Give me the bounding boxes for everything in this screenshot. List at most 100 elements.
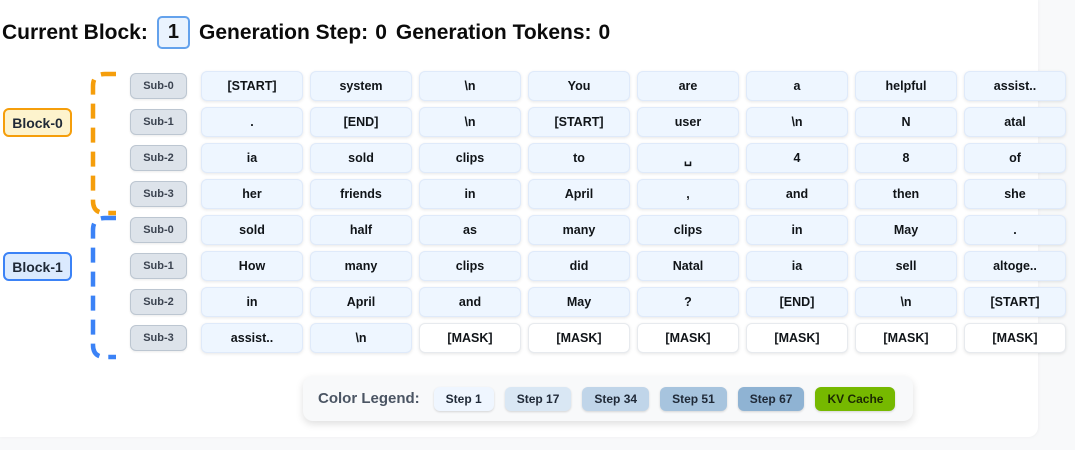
token-cell-mask: [MASK] xyxy=(637,323,739,353)
token-cell: ? xyxy=(637,287,739,317)
legend-chip-step-51: Step 51 xyxy=(660,386,727,411)
token-cell: system xyxy=(310,71,412,101)
token-cell: did xyxy=(528,251,630,281)
token-cell: How xyxy=(201,251,303,281)
token-cell: [END] xyxy=(310,107,412,137)
token-cell: \n xyxy=(419,107,521,137)
token-cell: in xyxy=(419,179,521,209)
token-cell: a xyxy=(746,71,848,101)
legend-chip-step-67: Step 67 xyxy=(737,386,805,411)
sub-button-1-2[interactable]: Sub-2 xyxy=(130,289,187,315)
block-label-0: Block-0 xyxy=(3,108,72,137)
token-cell: April xyxy=(310,287,412,317)
token-cell-mask: [MASK] xyxy=(855,323,957,353)
token-cell: user xyxy=(637,107,739,137)
token-cell: clips xyxy=(419,251,521,281)
token-cell: [START] xyxy=(528,107,630,137)
legend-chip-step-34: Step 34 xyxy=(582,386,650,411)
token-cell: and xyxy=(746,179,848,209)
token-cell: of xyxy=(964,143,1066,173)
token-cell: assist.. xyxy=(201,323,303,353)
generation-step-label: Generation Step: xyxy=(198,20,369,44)
token-cell-mask: [MASK] xyxy=(746,323,848,353)
sub-button-0-0[interactable]: Sub-0 xyxy=(130,73,187,99)
main-panel: Current Block: 1 Generation Step: 0 Gene… xyxy=(2,16,1066,421)
token-cell-mask: [MASK] xyxy=(419,323,521,353)
token-cell: \n xyxy=(419,71,521,101)
token-cell: [START] xyxy=(964,287,1066,317)
color-legend-chips: Step 1 Step 17 Step 34 Step 51 Step 67 KV Cac… xyxy=(433,386,896,411)
token-cell: 4 xyxy=(746,143,848,173)
token-cell: her xyxy=(201,179,303,209)
block-label-1: Block-1 xyxy=(3,252,72,281)
generation-step-value: 0 xyxy=(375,20,387,44)
color-legend: Color Legend: Step 1 Step 17 Step 34 Step 5… xyxy=(303,376,913,421)
token-cell: to xyxy=(528,143,630,173)
token-cell: , xyxy=(637,179,739,209)
generation-tokens-label: Generation Tokens: xyxy=(395,20,592,44)
token-cell: [START] xyxy=(201,71,303,101)
token-cell: she xyxy=(964,179,1066,209)
sub-button-0-2[interactable]: Sub-2 xyxy=(130,145,187,171)
token-cell: \n xyxy=(855,287,957,317)
token-cell-mask: [MASK] xyxy=(964,323,1066,353)
token-cell: \n xyxy=(746,107,848,137)
legend-chip-kv-cache: KV Cache xyxy=(815,386,896,411)
token-cell: many xyxy=(528,215,630,245)
token-cell: are xyxy=(637,71,739,101)
token-cell: May xyxy=(855,215,957,245)
sub-button-0-1[interactable]: Sub-1 xyxy=(130,109,187,135)
token-cell: altoge.. xyxy=(964,251,1066,281)
token-cell: clips xyxy=(419,143,521,173)
token-row-1-3: assist..\n[MASK][MASK][MASK][MASK][MASK]… xyxy=(201,323,1066,353)
token-cell: friends xyxy=(310,179,412,209)
token-cell: ia xyxy=(746,251,848,281)
block-bracket xyxy=(90,215,116,360)
token-cell: atal xyxy=(964,107,1066,137)
current-block-label: Current Block: xyxy=(2,20,148,44)
token-cell: then xyxy=(855,179,957,209)
token-cell: in xyxy=(201,287,303,317)
current-block-value-chip: 1 xyxy=(156,16,190,49)
token-cell: sold xyxy=(201,215,303,245)
token-cell: ia xyxy=(201,143,303,173)
token-cell: half xyxy=(310,215,412,245)
token-cell: sell xyxy=(855,251,957,281)
sub-button-1-0[interactable]: Sub-0 xyxy=(130,217,187,243)
token-cell: April xyxy=(528,179,630,209)
token-cell: assist.. xyxy=(964,71,1066,101)
token-cell: [END] xyxy=(746,287,848,317)
sub-button-1-3[interactable]: Sub-3 xyxy=(130,325,187,351)
token-cell: and xyxy=(419,287,521,317)
token-cell: . xyxy=(201,107,303,137)
token-cell: ␣ xyxy=(637,143,739,173)
token-cell: many xyxy=(310,251,412,281)
legend-chip-step-17: Step 17 xyxy=(504,386,572,411)
token-cell: sold xyxy=(310,143,412,173)
token-cell: . xyxy=(964,215,1066,245)
color-legend-title: Color Legend: xyxy=(318,390,420,407)
token-cell: in xyxy=(746,215,848,245)
token-cell: helpful xyxy=(855,71,957,101)
token-cell-mask: [MASK] xyxy=(528,323,630,353)
token-cell: clips xyxy=(637,215,739,245)
sub-button-1-1[interactable]: Sub-1 xyxy=(130,253,187,279)
token-cell: 8 xyxy=(855,143,957,173)
status-header: Current Block: 1 Generation Step: 0 Gene… xyxy=(2,16,610,49)
legend-chip-step-1: Step 1 xyxy=(433,386,494,411)
block-bracket xyxy=(90,71,116,216)
token-cell: Natal xyxy=(637,251,739,281)
token-cell: as xyxy=(419,215,521,245)
generation-tokens-value: 0 xyxy=(598,20,611,44)
sub-button-0-3[interactable]: Sub-3 xyxy=(130,181,187,207)
token-cell: \n xyxy=(310,323,412,353)
token-cell: N xyxy=(855,107,957,137)
token-cell: You xyxy=(528,71,630,101)
